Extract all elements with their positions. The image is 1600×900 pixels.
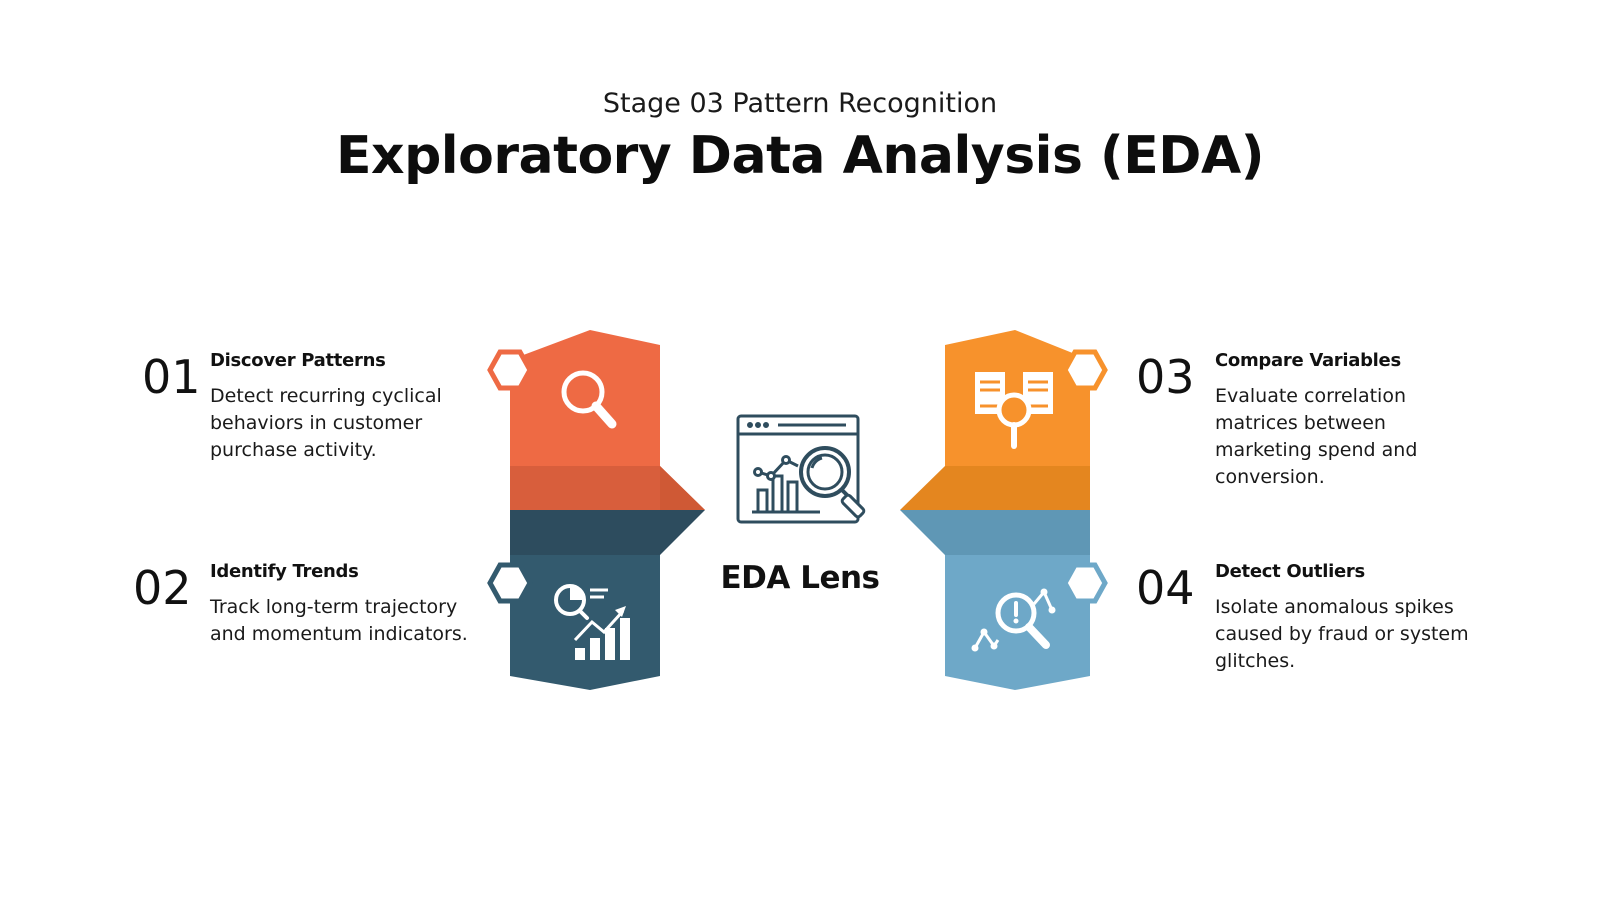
item-detect-outliers: Detect Outliers Isolate anomalous spikes… bbox=[1215, 561, 1475, 675]
item-discover-patterns: Discover Patterns Detect recurring cycli… bbox=[210, 350, 480, 464]
number-02: 02 bbox=[133, 561, 192, 615]
item-title: Identify Trends bbox=[210, 561, 359, 582]
center-label: EDA Lens bbox=[720, 560, 881, 596]
item-description: Isolate anomalous spikes caused by fraud… bbox=[1215, 596, 1469, 672]
number-01: 01 bbox=[142, 350, 201, 404]
item-description: Detect recurring cyclical behaviors in c… bbox=[210, 385, 442, 461]
hexagon-accent-03 bbox=[1062, 349, 1108, 391]
item-title: Detect Outliers bbox=[1215, 561, 1365, 582]
item-title: Discover Patterns bbox=[210, 350, 386, 371]
number-03: 03 bbox=[1136, 350, 1195, 404]
segment-detect-outliers bbox=[900, 510, 1090, 690]
hexagon-accent-01 bbox=[487, 349, 533, 391]
page-subtitle: Stage 03 Pattern Recognition bbox=[602, 88, 998, 119]
segment-identify-trends bbox=[510, 510, 705, 690]
item-identify-trends: Identify Trends Track long-term trajecto… bbox=[210, 561, 480, 648]
magnifying-glass-icon bbox=[561, 370, 617, 429]
number-04: 04 bbox=[1136, 561, 1195, 615]
page-title: Exploratory Data Analysis (EDA) bbox=[336, 126, 1264, 186]
hexagon-accent-02 bbox=[487, 562, 533, 604]
trend-chart-icon bbox=[554, 584, 630, 660]
document-compare-icon bbox=[975, 372, 1053, 449]
data-dashboard-magnifier-icon bbox=[736, 414, 866, 524]
anomaly-search-icon bbox=[971, 588, 1056, 652]
item-description: Track long-term trajectory and momentum … bbox=[210, 596, 468, 645]
item-description: Evaluate correlation matrices between ma… bbox=[1215, 385, 1418, 488]
item-compare-variables: Compare Variables Evaluate correlation m… bbox=[1215, 350, 1465, 491]
segment-compare-variables bbox=[900, 330, 1090, 510]
hexagon-accent-04 bbox=[1062, 562, 1108, 604]
item-title: Compare Variables bbox=[1215, 350, 1401, 371]
segment-discover-patterns bbox=[510, 330, 705, 510]
